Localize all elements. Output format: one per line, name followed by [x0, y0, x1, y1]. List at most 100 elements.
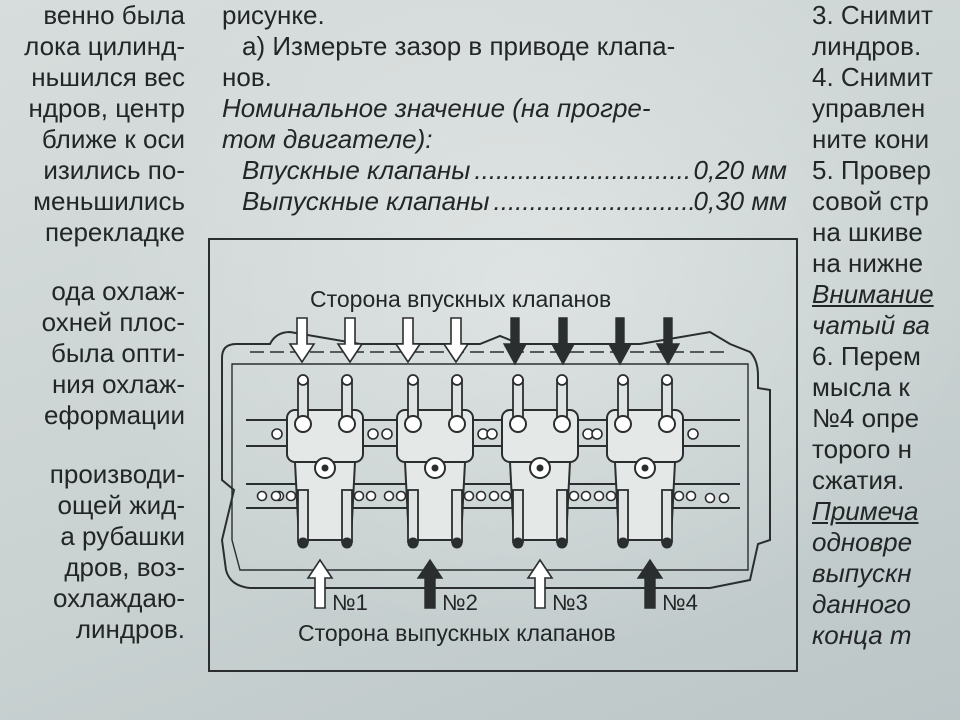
spec-leader: .............................. [474, 155, 692, 185]
end-bolt [256, 490, 268, 502]
text-line: управлен [812, 93, 926, 123]
valve-foot [617, 537, 629, 549]
intake-arrow-filled [655, 317, 681, 366]
valve-tip [556, 374, 568, 386]
intake-arrow-outline [394, 317, 422, 364]
text-line: ния охлаж- [51, 369, 185, 399]
cylinder-1-label: №1 [332, 590, 368, 615]
attention-text: чатый ва [812, 310, 930, 340]
mount-bolt [568, 490, 580, 502]
mount-bolt [687, 428, 699, 440]
mount-bolt [381, 428, 393, 440]
valve-stem-lower [451, 489, 463, 543]
valve-stem-lower [341, 489, 353, 543]
mount-bolt [605, 490, 617, 502]
intake-side-label: Сторона впускных клапанов [310, 286, 612, 312]
cylinder-1-valve-assembly [271, 374, 379, 549]
spec-value: 0,30 мм [693, 186, 787, 216]
note-heading: Примеча [812, 496, 919, 526]
rocker-bolt-center [321, 464, 329, 472]
right-text-column: 3. Снимит линдров. 4. Снимит управлен ни… [812, 0, 960, 651]
text-line: производи- [49, 459, 185, 489]
rocker-bolt-center [431, 464, 439, 472]
text-line: линдров. [75, 614, 185, 644]
instruction-line: а) Измерьте зазор в приводе клапа- [242, 31, 676, 61]
text-line: ндров, центр [28, 93, 186, 123]
adjuster-screw [658, 415, 676, 433]
mount-bolt [673, 490, 685, 502]
text-line: №4 опре [812, 403, 920, 433]
note-text: данного [812, 589, 911, 619]
text-line: охлаждаю- [53, 583, 185, 613]
mount-bolt [463, 490, 475, 502]
rocker-bolt-center [641, 464, 649, 472]
text-line: на нижне [812, 248, 924, 278]
exhaust-side-label: Сторона выпускных клапанов [298, 620, 616, 646]
valve-stem-lower [512, 489, 524, 543]
text-line: рисунке. [222, 0, 325, 30]
mount-bolt [580, 490, 592, 502]
note-text: выпускн [812, 558, 912, 588]
exhaust-arrow-filled [636, 558, 664, 609]
mount-bolt [486, 428, 498, 440]
valve-foot [297, 537, 309, 549]
valve-tip [451, 374, 463, 386]
adjuster-screw [509, 415, 527, 433]
valve-stem-lower [407, 489, 419, 543]
text-line: ньшился вес [31, 62, 185, 92]
spec-label: Впускные клапаны [242, 155, 471, 185]
spec-label: Выпускные клапаны [242, 186, 490, 216]
valve-tip [512, 374, 524, 386]
text-line: изились по- [43, 155, 185, 185]
text-line: ближе к оси [41, 124, 185, 154]
attention-heading: Внимание [812, 279, 934, 309]
text-line: мысла к [812, 372, 910, 402]
valve-tip [341, 374, 353, 386]
exhaust-arrow-outline [526, 558, 554, 609]
mount-bolt [365, 490, 377, 502]
text-line: венно была [43, 0, 185, 30]
text-line: 5. Провер [812, 155, 931, 185]
valve-stem-lower [661, 489, 673, 543]
text-line: охней плос- [41, 307, 185, 337]
text-line: дров, воз- [64, 552, 185, 582]
text-line: 3. Снимит [812, 0, 933, 30]
note-text: одновре [812, 527, 913, 557]
spec-row-exhaust: Выпускные клапаны ......................… [222, 186, 787, 217]
intake-arrow-outline [336, 317, 364, 364]
text-line: а рубашки [60, 521, 185, 551]
mount-bolt [593, 490, 605, 502]
spec-value: 0,20 мм [693, 155, 787, 185]
middle-text-column: рисунке. а) Измерьте зазор в приводе кла… [222, 0, 792, 217]
text-line: сжатия. [812, 465, 905, 495]
valve-foot [512, 537, 524, 549]
end-bolt [718, 492, 730, 504]
spec-row-intake: Впускные клапаны .......................… [222, 155, 787, 186]
valve-foot [556, 537, 568, 549]
instruction-line: нов. [222, 62, 272, 92]
text-line: ните кони [812, 124, 930, 154]
valve-stem-lower [617, 489, 629, 543]
note-text: конца т [812, 620, 912, 650]
cylinder-head-diagram [220, 317, 771, 609]
text-line: 4. Снимит [812, 62, 933, 92]
valve-tip [617, 374, 629, 386]
intake-arrow-filled [550, 317, 576, 366]
valve-foot [341, 537, 353, 549]
text-line: торого н [812, 434, 912, 464]
valve-tip [407, 374, 419, 386]
valve-stem-lower [556, 489, 568, 543]
mount-bolt [285, 490, 297, 502]
cylinder-4-label: №4 [662, 590, 698, 615]
valve-tip [297, 374, 309, 386]
valve-foot [451, 537, 463, 549]
text-line: перекладке [44, 217, 185, 247]
valve-tip [661, 374, 673, 386]
valve-foot [661, 537, 673, 549]
text-line: еформации [43, 400, 185, 430]
adjuster-screw [338, 415, 356, 433]
adjuster-screw [404, 415, 422, 433]
text-line: меньшились [33, 186, 185, 216]
cylinder-2-label: №2 [442, 590, 478, 615]
